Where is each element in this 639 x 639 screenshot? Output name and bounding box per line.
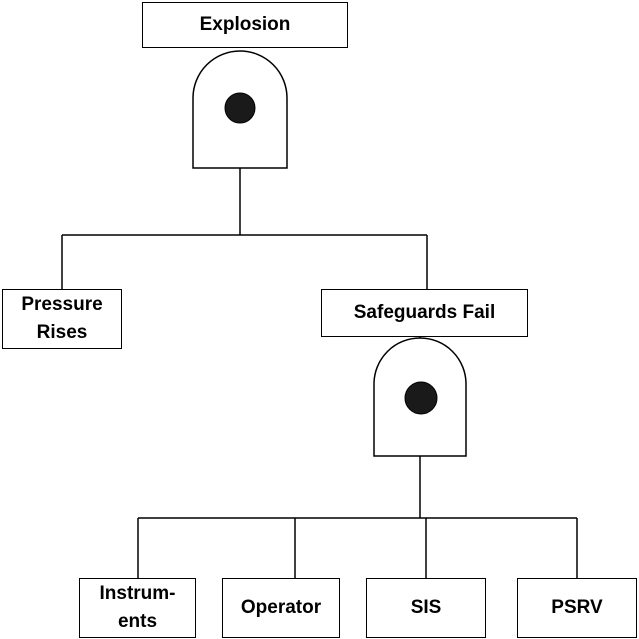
basic-event-instruments-label: Instrum- ents [99,583,176,632]
event-pressure-rises: Pressure Rises [2,289,122,349]
basic-event-instruments: Instrum- ents [79,578,196,638]
and-gate-top [192,50,288,169]
basic-event-psrv: PSRV [517,578,637,638]
event-safeguards-fail: Safeguards Fail [321,289,528,337]
and-gate-safeguards [373,337,467,457]
basic-event-sis-label: SIS [410,597,442,618]
and-gate-safeguards-dot [404,381,438,415]
basic-event-operator-label: Operator [240,597,322,618]
basic-event-psrv-label: PSRV [551,597,603,618]
basic-event-operator: Operator [222,578,340,638]
event-pressure-rises-label: Pressure Rises [21,294,103,343]
and-gate-top-dot [224,92,256,124]
top-event-label: Explosion [199,14,291,35]
top-event-explosion: Explosion [142,2,348,48]
basic-event-sis: SIS [366,578,486,638]
event-safeguards-fail-label: Safeguards Fail [353,302,496,323]
